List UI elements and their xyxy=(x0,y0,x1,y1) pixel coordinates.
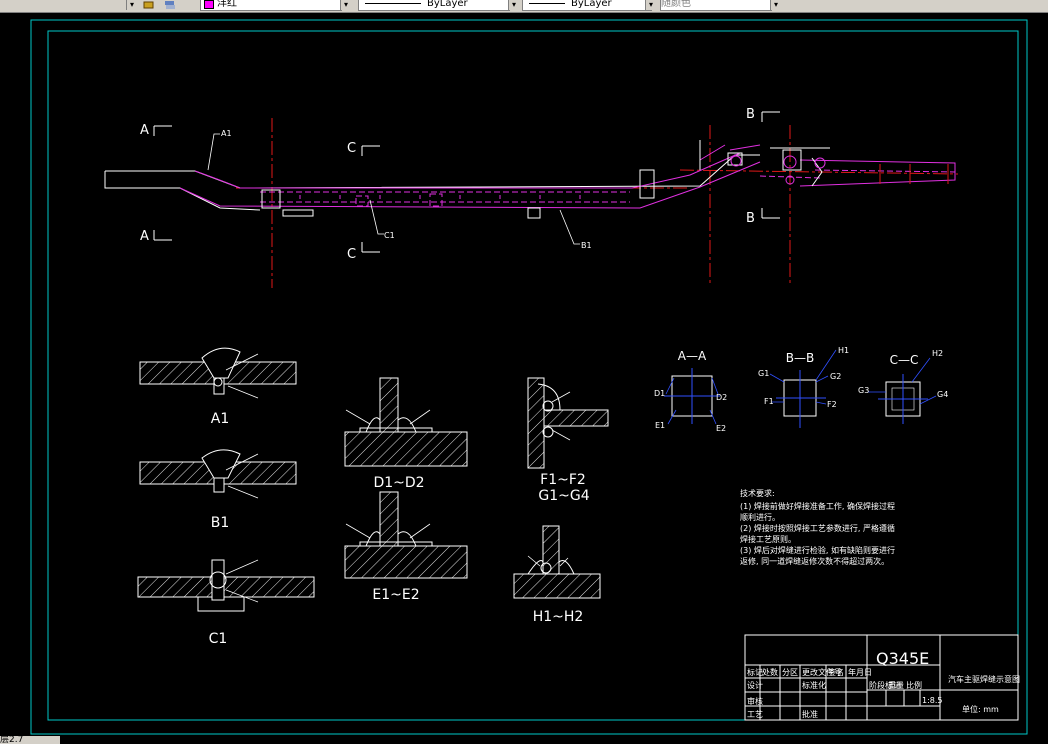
weld-detail-e1e2 xyxy=(344,491,468,579)
tech-req-line: (3) 焊后对焊缝进行检验, 如有缺陷则要进行 xyxy=(740,545,895,555)
title-block-weight: 重量 xyxy=(888,680,904,690)
section-title-aa: A—A xyxy=(678,349,707,363)
weld-detail-d1d2 xyxy=(344,377,468,467)
title-block-row-label: 年月日 xyxy=(848,667,872,677)
detail-label-g1g4: G1~G4 xyxy=(538,488,589,504)
section-label-g4: G4 xyxy=(937,390,948,399)
section-mark-a-bottom: A xyxy=(140,229,149,244)
detail-label-c1: C1 xyxy=(209,631,228,647)
section-label-d1: D1 xyxy=(654,389,665,398)
leader-b1: B1 xyxy=(581,241,592,250)
section-bb xyxy=(769,349,837,428)
tech-req-line: 焊接工艺原则。 xyxy=(740,534,796,544)
linetype-select[interactable]: ByLayer xyxy=(358,0,510,11)
color-swatch xyxy=(204,0,214,9)
weld-detail-c1 xyxy=(137,559,315,612)
section-title-bb: B—B xyxy=(786,351,814,365)
lineweight-dropdown-arrow[interactable]: ▾ xyxy=(645,0,656,10)
layer-state-icon[interactable] xyxy=(143,0,155,10)
inner-frame xyxy=(47,30,1019,721)
section-mark-a-top: A xyxy=(140,123,149,138)
section-label-e2: E2 xyxy=(716,424,726,433)
detail-label-a1: A1 xyxy=(211,411,229,427)
tech-req-title: 技术要求: xyxy=(740,488,775,498)
section-label-h2: H2 xyxy=(932,349,943,358)
tech-req-line: (2) 焊接时按照焊接工艺参数进行, 严格遵循 xyxy=(740,523,895,533)
color-dropdown-arrow[interactable]: ▾ xyxy=(340,0,351,10)
title-block-material: Q345E xyxy=(876,649,929,668)
technical-requirements: 技术要求: (1) 焊接前做好焊接准备工作, 确保焊接过程 顺利进行。 (2) … xyxy=(740,488,895,566)
linetype-label: ByLayer xyxy=(427,0,468,9)
leader-a1: A1 xyxy=(221,129,232,138)
section-label-f2: F2 xyxy=(827,400,837,409)
weld-detail-f1f2 xyxy=(527,377,609,469)
linetype-dropdown-arrow[interactable]: ▾ xyxy=(508,0,519,10)
title-block-scale: 1:8.5 xyxy=(922,696,943,705)
section-label-g2: G2 xyxy=(830,372,841,381)
detail-label-e1e2: E1~E2 xyxy=(372,587,419,603)
color-select[interactable]: 洋红 xyxy=(200,0,342,11)
layer-dropdown-arrow[interactable]: ▾ xyxy=(126,0,137,10)
outer-frame xyxy=(30,19,1028,735)
properties-toolbar: ▾ 洋红 ▾ ByLayer ▾ ByLayer ▾ 随颜色 ▾ xyxy=(0,0,1048,13)
section-aa xyxy=(664,368,720,425)
section-title-cc: C—C xyxy=(890,353,919,367)
detail-label-b1: B1 xyxy=(211,515,230,531)
weld-detail-h1h2 xyxy=(513,525,601,599)
section-label-f1: F1 xyxy=(764,397,774,406)
tech-req-line: (1) 焊接前做好焊接准备工作, 确保焊接过程 xyxy=(740,501,895,511)
plotstyle-dropdown-arrow[interactable]: ▾ xyxy=(770,0,781,10)
tech-req-line: 返修, 同一道焊缝返修次数不得超过两次。 xyxy=(740,556,889,566)
title-block-unit: 单位: mm xyxy=(962,704,999,714)
linetype-preview xyxy=(365,2,421,4)
title-block-row-label: 更改文件号 xyxy=(802,667,842,677)
section-label-h1: H1 xyxy=(838,346,849,355)
title-block-designer: 设计 xyxy=(747,680,763,690)
frame-rail-elevation xyxy=(104,118,959,288)
section-mark-c-top: C xyxy=(347,141,356,156)
lineweight-preview xyxy=(529,2,565,4)
weld-detail-a1 xyxy=(139,347,297,399)
section-label-e1: E1 xyxy=(655,421,665,430)
detail-label-d1d2: D1~D2 xyxy=(373,475,424,491)
section-mark-b-top: B xyxy=(746,107,755,122)
title-block-ratio: 比例 xyxy=(906,680,922,690)
section-label-g3: G3 xyxy=(858,386,869,395)
tech-req-line: 顺利进行。 xyxy=(740,512,780,522)
title-block-approve: 批准 xyxy=(802,709,818,719)
title-block xyxy=(744,634,1019,721)
title-block-drawing-name: 汽车主驱焊缝示意图 xyxy=(948,674,1020,684)
section-mark-b-bottom: B xyxy=(746,211,755,226)
plotstyle-label: 随颜色 xyxy=(661,0,691,9)
title-block-process: 工艺 xyxy=(747,710,763,719)
status-coordinates: 层2.7 xyxy=(0,736,60,744)
layer-stack-icon[interactable] xyxy=(164,0,176,10)
title-block-standard: 标准化 xyxy=(802,680,826,690)
section-mark-c-bottom: C xyxy=(347,247,356,262)
title-block-row-label: 分区 xyxy=(782,668,798,677)
title-block-review: 审核 xyxy=(747,696,763,706)
detail-label-f1f2: F1~F2 xyxy=(540,472,586,488)
color-label: 洋红 xyxy=(217,0,237,9)
title-block-stage: 阶段标记 xyxy=(869,680,901,690)
lineweight-label: ByLayer xyxy=(571,0,612,9)
plotstyle-select[interactable]: 随颜色 xyxy=(660,0,772,11)
section-cc xyxy=(868,357,937,424)
lineweight-select[interactable]: ByLayer xyxy=(522,0,652,11)
title-block-row-label: 签名 xyxy=(828,667,844,677)
weld-detail-b1 xyxy=(139,449,297,499)
section-label-d2: D2 xyxy=(716,393,727,402)
leader-c1: C1 xyxy=(384,231,395,240)
detail-label-h1h2: H1~H2 xyxy=(533,609,584,625)
title-block-row-label: 标记 xyxy=(747,667,763,677)
title-block-row-label: 处数 xyxy=(762,667,778,677)
section-label-g1: G1 xyxy=(758,369,769,378)
drawing-canvas[interactable]: A A B B C C A1 C1 B1 xyxy=(0,12,1048,744)
